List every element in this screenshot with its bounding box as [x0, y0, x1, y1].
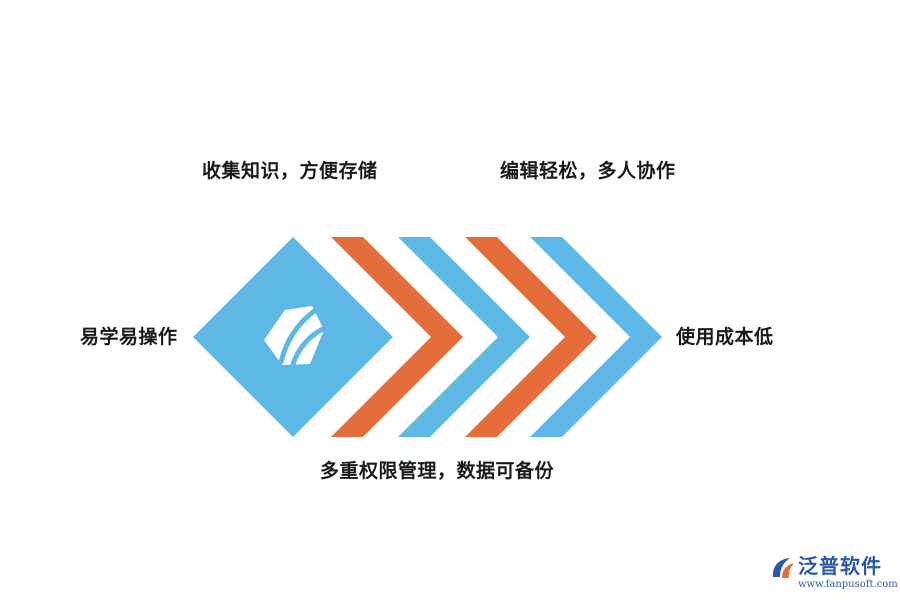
label-right: 使用成本低	[676, 326, 774, 348]
label-bottom: 多重权限管理，数据可备份	[320, 460, 555, 482]
brand-name: 泛普软件	[798, 554, 882, 578]
chevron-orange-3	[465, 237, 597, 437]
label-left: 易学易操作	[80, 326, 178, 348]
chevron-blue-2	[398, 237, 530, 437]
brand-url: www.fanpusoft.com	[798, 579, 898, 590]
brand-watermark: 泛普软件 www.fanpusoft.com	[768, 553, 898, 597]
fanpu-logo-icon	[264, 306, 326, 367]
fanpu-brand-icon	[772, 558, 794, 578]
chevron-blue-4	[530, 237, 662, 437]
chevron-orange-1	[331, 237, 463, 437]
label-top-left: 收集知识，方便存储	[202, 160, 378, 182]
label-top-right: 编辑轻松，多人协作	[500, 160, 676, 182]
